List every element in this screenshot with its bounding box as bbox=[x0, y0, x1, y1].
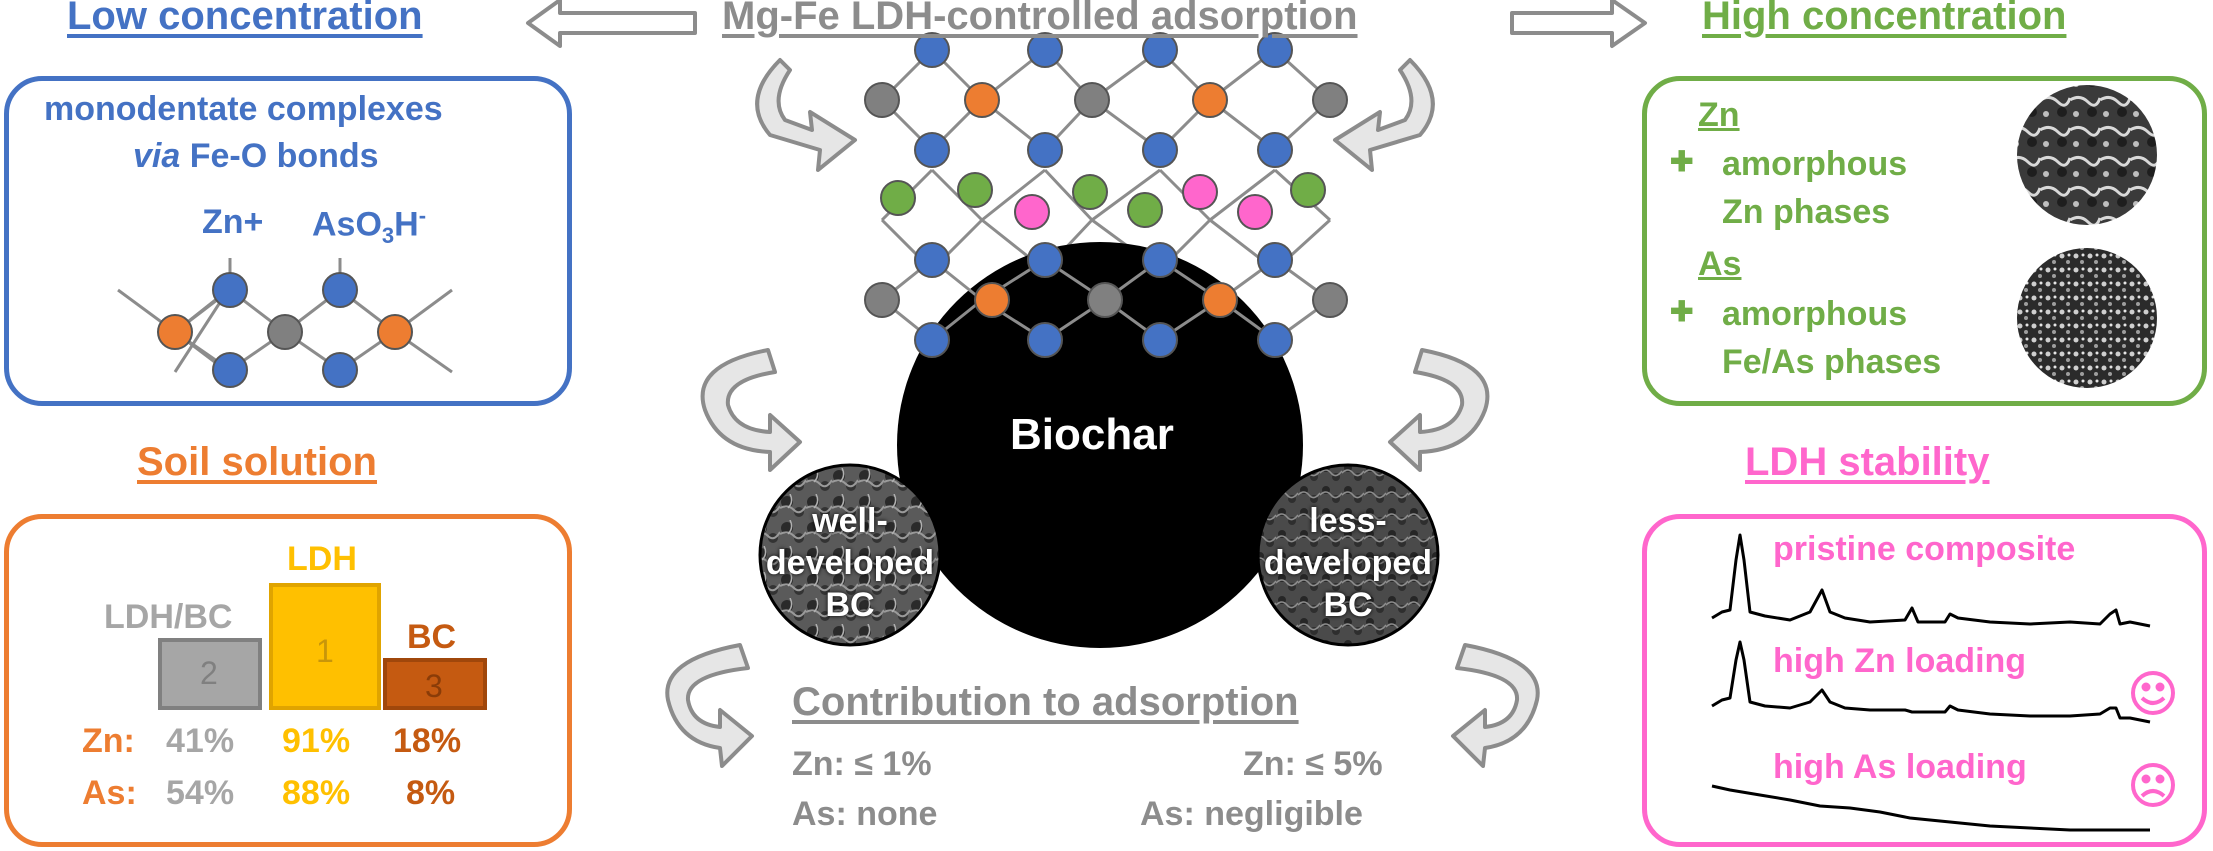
biochar-particle bbox=[897, 242, 1303, 648]
xrd-trace-high-zn bbox=[1711, 640, 2151, 724]
xrd-traces bbox=[1711, 533, 2151, 832]
ldh-stability-heading: LDH stability bbox=[1745, 440, 1990, 484]
well-bc-line2: developed bbox=[765, 544, 935, 582]
as-phase-sem-image bbox=[2017, 248, 2157, 388]
curved-arrow-icon bbox=[1388, 348, 1490, 472]
well-developed-bc-image bbox=[758, 463, 942, 647]
plus-icon: ✚ bbox=[1670, 146, 1694, 177]
label-aso-base: AsO bbox=[312, 205, 382, 244]
bar-ldh-bc bbox=[158, 638, 262, 710]
label-aso-h: H bbox=[394, 205, 419, 244]
well-bc-line3: BC bbox=[825, 586, 875, 624]
less-developed-bc-image bbox=[1256, 463, 1440, 647]
ldh-fragment-low bbox=[117, 258, 453, 388]
contrib-zn-right: Zn: ≤ 5% bbox=[1243, 745, 1383, 783]
contrib-as-right: As: negligible bbox=[1140, 795, 1363, 833]
soil-solution-heading: Soil solution bbox=[137, 440, 377, 484]
zn-phase-sem-image bbox=[2017, 85, 2157, 225]
low-concentration-panel bbox=[4, 76, 572, 406]
high-concentration-heading: High concentration bbox=[1702, 0, 2067, 38]
bar-bc bbox=[383, 658, 487, 710]
diagram-title: Mg-Fe LDH-controlled adsorption bbox=[722, 0, 1358, 38]
sad-face-icon bbox=[2131, 763, 2175, 807]
trace-label-pristine: pristine composite bbox=[1773, 530, 2076, 568]
less-developed-bc-label: less- developed BC bbox=[1263, 500, 1433, 626]
low-text-line2: via Fe-O bonds bbox=[133, 137, 379, 176]
label-arsenate-ion: AsO3H- bbox=[312, 203, 426, 249]
curved-arrow-icon bbox=[665, 643, 754, 768]
well-bc-line1: well- bbox=[812, 502, 888, 540]
soil-solution-panel bbox=[4, 514, 572, 847]
trace-label-high-zn: high Zn loading bbox=[1773, 642, 2027, 680]
low-concentration-heading: Low concentration bbox=[67, 0, 423, 38]
high-as-label: As bbox=[1698, 245, 1742, 283]
high-as-line1: amorphous bbox=[1722, 295, 1908, 333]
bar-label-bc: BC bbox=[407, 618, 457, 656]
bar-rank-ldh-bc: 2 bbox=[200, 655, 218, 691]
soil-bar-chart bbox=[158, 583, 487, 710]
curved-arrow-icon bbox=[1333, 58, 1435, 172]
less-bc-line3: BC bbox=[1323, 586, 1373, 624]
soil-as-ldh-bc: 54% bbox=[166, 774, 235, 812]
bar-rank-ldh: 1 bbox=[316, 633, 334, 669]
curved-arrow-icon bbox=[755, 58, 857, 172]
curved-arrow-icon bbox=[700, 348, 802, 472]
soil-zn-ldh: 91% bbox=[282, 722, 351, 760]
less-bc-line2: developed bbox=[1263, 544, 1433, 582]
smiley-face-icon bbox=[2131, 671, 2175, 715]
biochar-label: Biochar bbox=[1010, 410, 1174, 459]
left-arrow-icon bbox=[526, 0, 697, 48]
soil-as-label: As: bbox=[82, 774, 137, 812]
soil-as-ldh: 88% bbox=[282, 774, 351, 812]
high-zn-line1: amorphous bbox=[1722, 145, 1908, 183]
high-concentration-panel bbox=[1642, 76, 2207, 406]
bar-label-ldh: LDH bbox=[287, 540, 357, 578]
soil-as-bc: 8% bbox=[406, 774, 456, 812]
low-text-line1: monodentate complexes bbox=[44, 90, 443, 128]
high-as-line2: Fe/As phases bbox=[1722, 343, 1942, 381]
bar-rank-bc: 3 bbox=[425, 668, 443, 704]
soil-zn-ldh-bc: 41% bbox=[166, 722, 235, 760]
low-text-via: via bbox=[133, 137, 181, 175]
ldh-lattice-bottom bbox=[864, 242, 1348, 358]
label-aso-sub: 3 bbox=[381, 223, 395, 249]
trace-label-high-as: high As loading bbox=[1773, 748, 2027, 786]
ldh-stability-panel bbox=[1642, 514, 2207, 847]
contrib-zn-left: Zn: ≤ 1% bbox=[792, 745, 932, 783]
ldh-lattice-top bbox=[864, 32, 1348, 272]
curved-arrow-icon bbox=[1451, 643, 1540, 768]
right-arrow-icon bbox=[1510, 0, 1647, 48]
low-text-bonds: Fe-O bonds bbox=[189, 137, 379, 175]
contribution-heading: Contribution to adsorption bbox=[792, 680, 1299, 724]
bar-label-ldh-bc: LDH/BC bbox=[104, 598, 233, 636]
plus-icon: ✚ bbox=[1670, 296, 1694, 327]
xrd-trace-high-as bbox=[1711, 784, 2150, 832]
contrib-as-left: As: none bbox=[792, 795, 938, 833]
xrd-trace-pristine bbox=[1711, 533, 2151, 628]
well-developed-bc-label: well- developed BC bbox=[765, 500, 935, 626]
bar-ldh bbox=[269, 583, 381, 710]
label-zn-ion: Zn+ bbox=[202, 203, 264, 241]
soil-zn-label: Zn: bbox=[82, 722, 135, 760]
less-bc-line1: less- bbox=[1309, 502, 1387, 540]
high-zn-line2: Zn phases bbox=[1722, 193, 1891, 231]
label-aso-sup: - bbox=[418, 203, 427, 228]
high-zn-label: Zn bbox=[1698, 96, 1740, 134]
soil-zn-bc: 18% bbox=[393, 722, 462, 760]
